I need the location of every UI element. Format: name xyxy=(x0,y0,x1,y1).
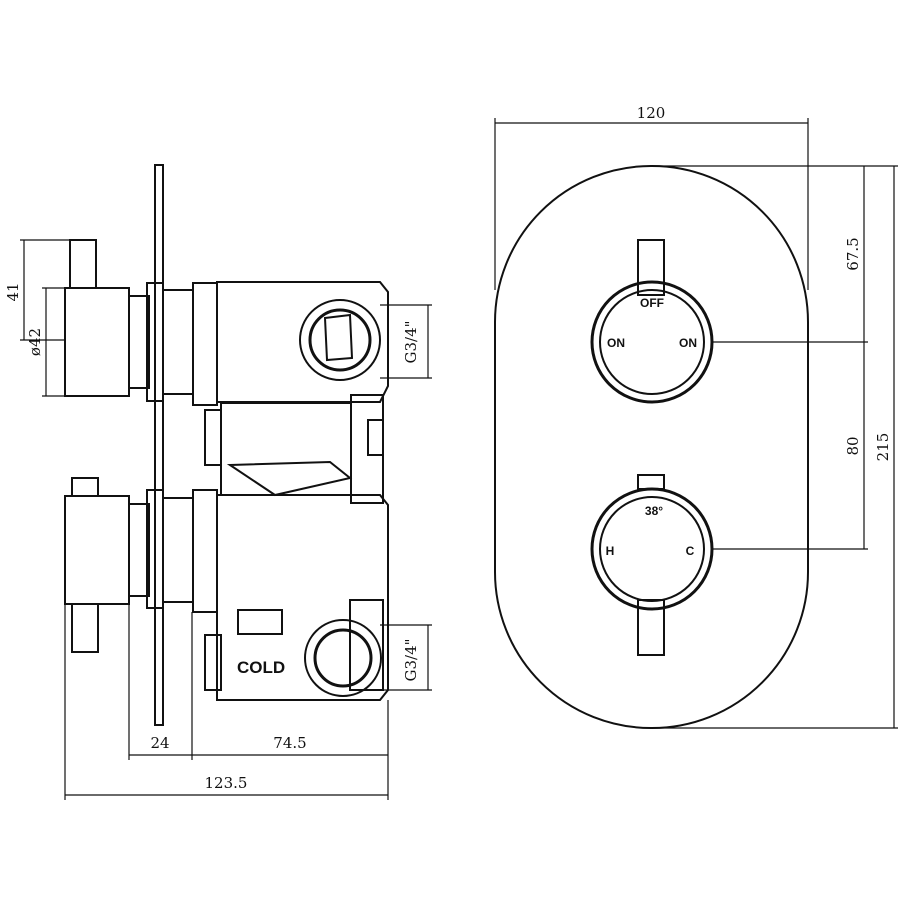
top-valve-body xyxy=(216,281,389,403)
top-outlet-inner xyxy=(308,308,372,372)
dim-g34-bottom-label: G3/4" xyxy=(402,638,420,681)
top-handle-collar xyxy=(128,295,150,389)
bottom-connector xyxy=(237,609,283,635)
bottom-lever-stub xyxy=(637,474,665,490)
bottom-lever xyxy=(637,599,665,656)
dim-745-label: 74.5 xyxy=(273,734,306,752)
bottom-handle-body xyxy=(64,495,130,605)
dim-675-label: 67.5 xyxy=(844,237,862,270)
cover-plate xyxy=(154,164,164,726)
cold-label: COLD xyxy=(237,658,285,677)
cold-inlet-outer xyxy=(304,619,382,697)
bottom-handle-lever-bottom xyxy=(71,603,99,653)
dim-24-label: 24 xyxy=(150,734,169,752)
top-dial-inner xyxy=(599,289,705,395)
dim-41-label: 41 xyxy=(4,282,22,301)
top-outlet-slot xyxy=(323,313,354,362)
top-spindle-ring xyxy=(162,289,194,395)
dim-215-label: 215 xyxy=(874,433,892,462)
bottom-nut xyxy=(204,634,222,691)
middle-diverter xyxy=(226,460,353,497)
bottom-handle-lever-top xyxy=(71,477,99,497)
top-dial-on-right: ON xyxy=(679,336,697,350)
middle-nut xyxy=(204,409,222,466)
bottom-cap xyxy=(349,599,384,691)
front-cover-plate xyxy=(494,165,809,729)
front-view: OFF ON ON 38° H C 120 67.5 80 215 xyxy=(494,104,898,729)
middle-cap-tab xyxy=(367,419,384,456)
bottom-spindle-ring xyxy=(162,497,194,603)
top-outlet-outer xyxy=(299,299,381,381)
bottom-handle-collar xyxy=(128,503,150,597)
dim-120-label: 120 xyxy=(637,104,666,122)
top-handle-lever xyxy=(69,239,97,289)
bottom-dial-cold: C xyxy=(686,544,695,558)
top-flange xyxy=(192,282,218,406)
dim-1235-label: 123.5 xyxy=(205,774,248,792)
top-dial-off: OFF xyxy=(640,296,664,310)
bottom-dial-temp: 38° xyxy=(645,504,663,518)
cold-inlet-inner xyxy=(313,628,373,688)
dim-42-label: ø42 xyxy=(26,328,44,356)
top-dial-on-left: ON xyxy=(607,336,625,350)
side-view: COLD 41 ø42 G3/4" G3/4" 24 74.5 123.5 xyxy=(4,164,432,800)
dim-80-label: 80 xyxy=(844,436,862,455)
dim-g34-top-label: G3/4" xyxy=(402,320,420,363)
top-lever xyxy=(637,239,665,296)
bottom-flange xyxy=(192,489,218,613)
bottom-dial-hot: H xyxy=(606,544,615,558)
top-handle-body xyxy=(64,287,130,397)
